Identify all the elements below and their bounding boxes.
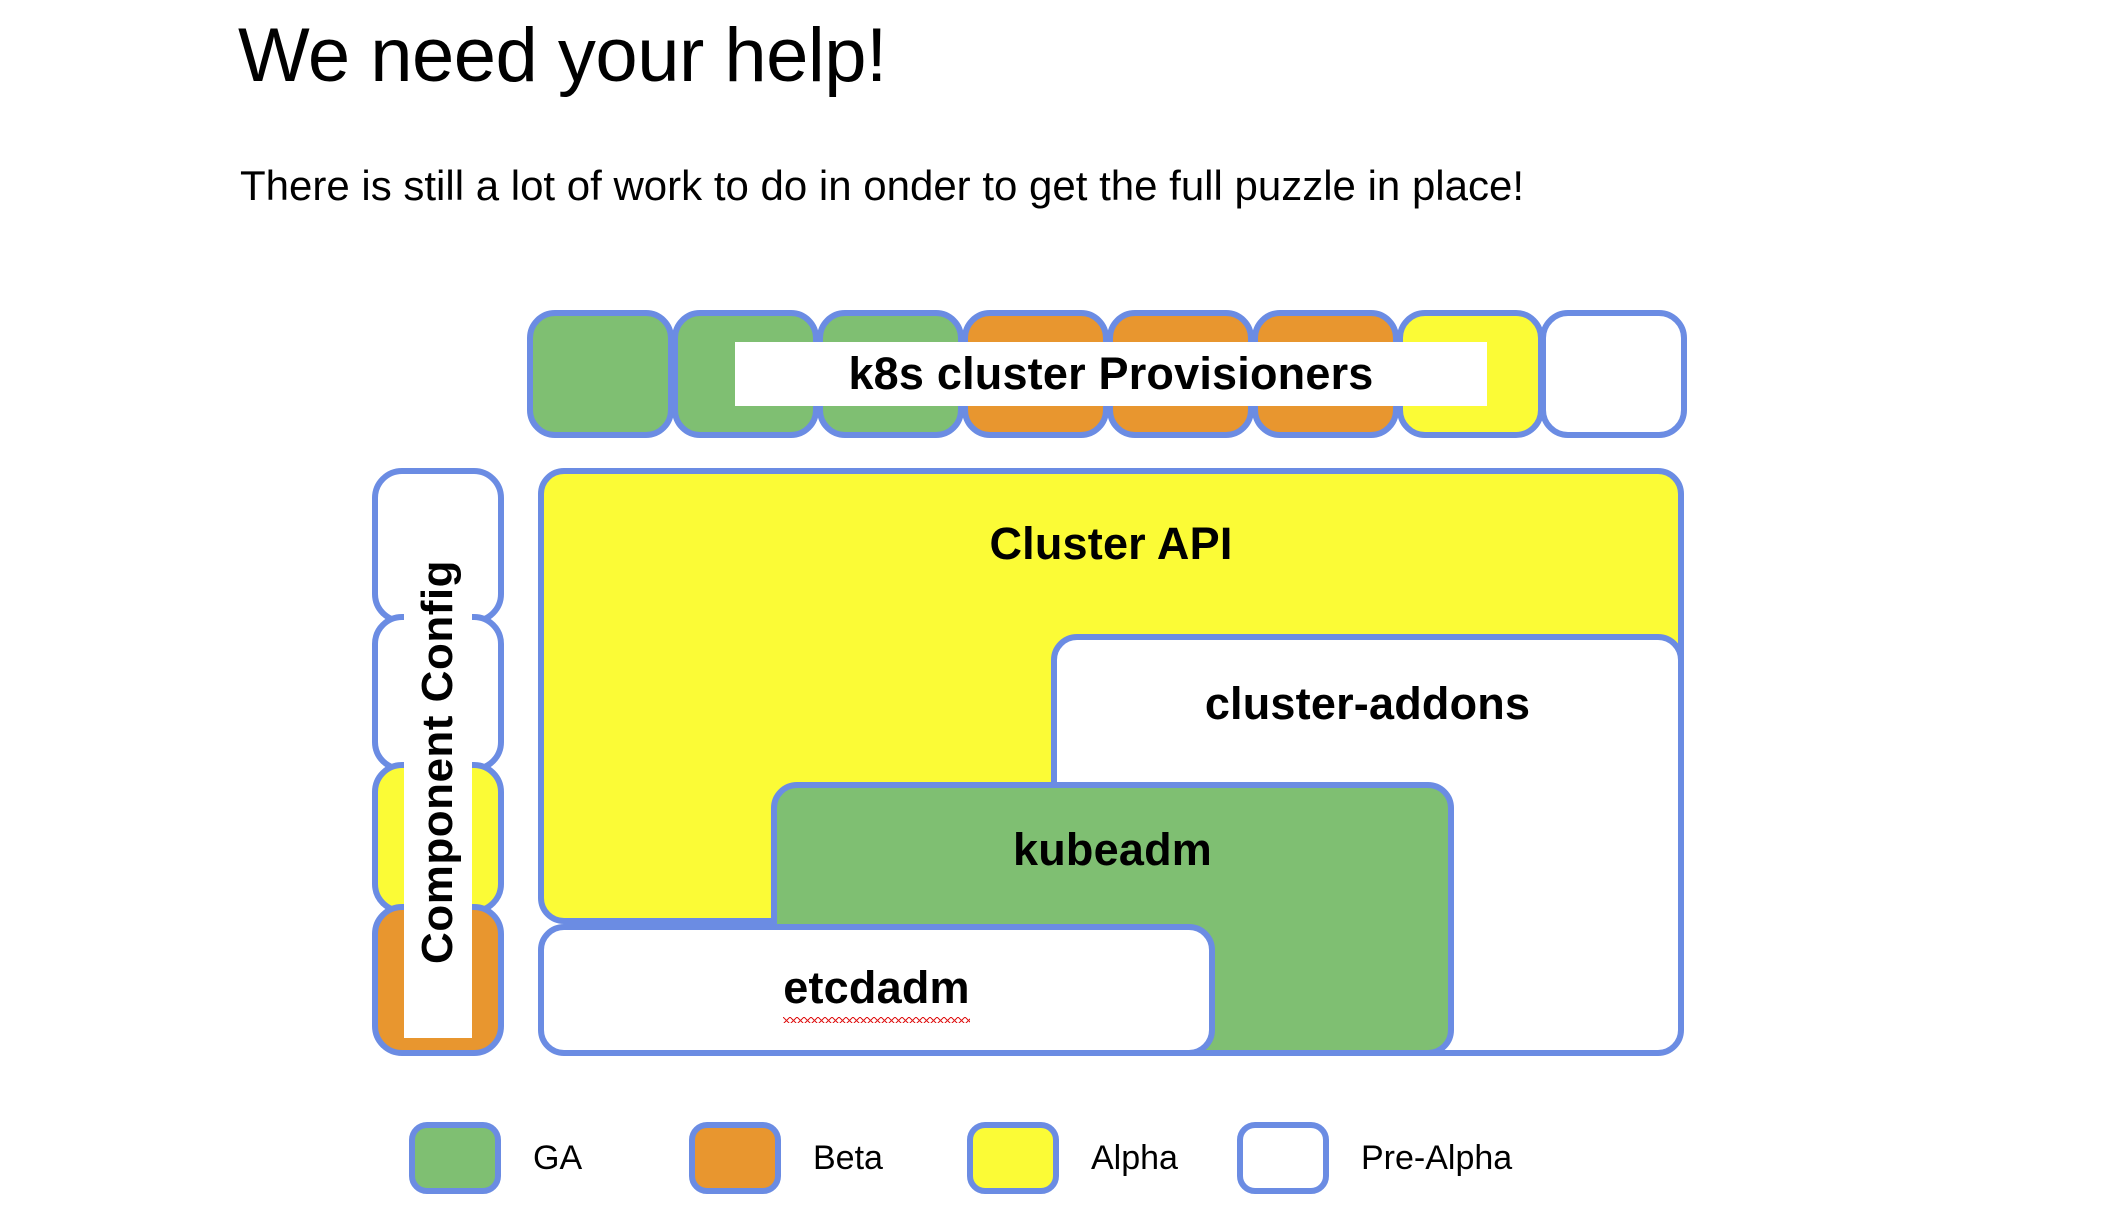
node-kubeadm-label: kubeadm	[1013, 824, 1212, 875]
legend-swatch-beta	[689, 1122, 781, 1194]
component-config-label-text: Component Config	[413, 560, 463, 964]
provisioner-box-1	[527, 310, 674, 438]
component-config-label-plate: Component Config	[404, 486, 472, 1038]
legend-item-ga: GA	[409, 1120, 582, 1196]
legend-swatch-ga	[409, 1122, 501, 1194]
legend: GA Beta Alpha Pre-Alpha	[409, 1120, 1709, 1200]
node-cluster-addons-label: cluster-addons	[1204, 678, 1531, 729]
legend-item-beta: Beta	[689, 1120, 883, 1196]
page-subtitle: There is still a lot of work to do in on…	[240, 162, 1525, 209]
legend-label-alpha: Alpha	[1091, 1138, 1178, 1177]
legend-label-ga: GA	[533, 1138, 583, 1177]
legend-swatch-alpha	[967, 1122, 1059, 1194]
spellcheck-underline: etcdadm	[783, 962, 971, 1023]
legend-label-pre-alpha: Pre-Alpha	[1361, 1138, 1513, 1177]
legend-item-alpha: Alpha	[967, 1120, 1178, 1196]
node-cluster-api-label: Cluster API	[989, 518, 1233, 569]
node-etcdadm: etcdadm	[538, 924, 1215, 1056]
node-etcdadm-label: etcdadm	[544, 962, 1209, 1023]
page-title: We need your help!	[238, 13, 887, 98]
legend-label-beta: Beta	[813, 1138, 883, 1177]
component-config-column: Component Config	[372, 468, 504, 1056]
provisioner-row-label: k8s cluster Provisioners	[735, 342, 1487, 406]
provisioner-box-8	[1540, 310, 1687, 438]
legend-swatch-pre-alpha	[1237, 1122, 1329, 1194]
legend-item-pre-alpha: Pre-Alpha	[1237, 1120, 1512, 1196]
